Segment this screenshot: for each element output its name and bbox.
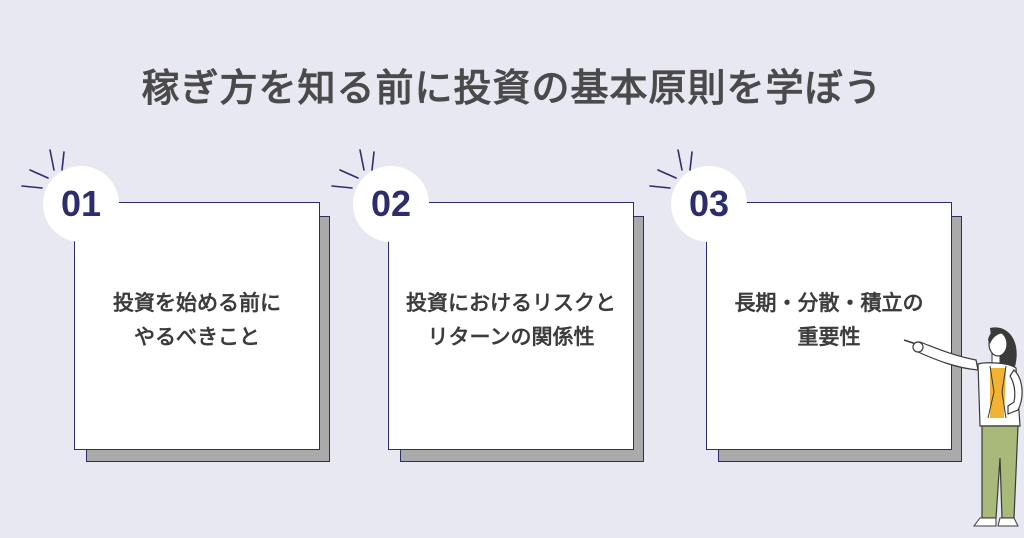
card-2: 投資におけるリスクと リターンの関係性: [388, 202, 646, 462]
card-body: 長期・分散・積立の 重要性: [706, 202, 952, 450]
card-1: 投資を始める前に やるべきこと: [74, 202, 332, 462]
card-text-line-1: 投資を始める前に: [113, 291, 281, 315]
card-text-line-2: やるべきこと: [134, 325, 260, 349]
card-text-line-2: リターンの関係性: [427, 325, 595, 349]
step-number-badge: 03: [671, 166, 747, 242]
burst-lines-icon: [649, 149, 693, 189]
card-body: 投資におけるリスクと リターンの関係性: [388, 202, 634, 450]
presenter-woman-illustration: [903, 327, 1023, 527]
step-number-badge: 02: [353, 166, 429, 242]
burst-lines-icon: [21, 149, 65, 189]
card-text: 投資におけるリスクと リターンの関係性: [400, 286, 622, 354]
step-number-badge: 01: [43, 166, 119, 242]
card-3: 長期・分散・積立の 重要性: [706, 202, 964, 462]
card-text-line-1: 投資におけるリスクと: [406, 291, 616, 315]
card-text: 長期・分散・積立の 重要性: [729, 286, 930, 354]
card-text-line-2: 重要性: [797, 325, 861, 349]
page-title: 稼ぎ方を知る前に投資の基本原則を学ぼう: [141, 66, 883, 110]
card-body: 投資を始める前に やるべきこと: [74, 202, 320, 450]
burst-lines-icon: [331, 149, 375, 189]
card-text: 投資を始める前に やるべきこと: [107, 286, 287, 354]
card-text-line-1: 長期・分散・積立の: [734, 291, 924, 315]
